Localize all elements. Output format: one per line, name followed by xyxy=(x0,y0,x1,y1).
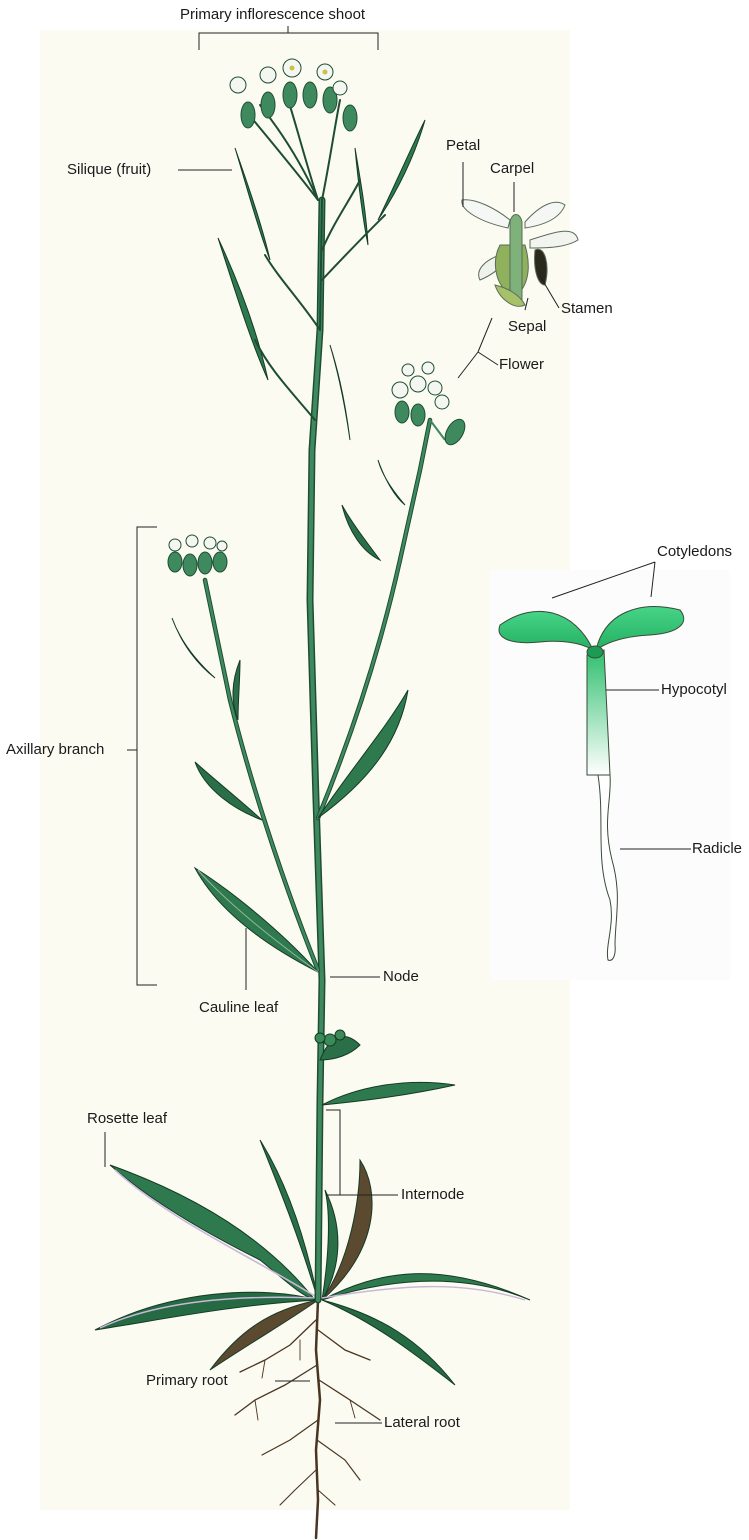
label-internode: Internode xyxy=(401,1186,464,1204)
label-carpel: Carpel xyxy=(490,160,534,178)
label-primary-root: Primary root xyxy=(146,1372,228,1390)
label-axillary-branch: Axillary branch xyxy=(6,741,104,759)
label-silique: Silique (fruit) xyxy=(67,161,151,179)
label-primary-inflorescence-shoot: Primary inflorescence shoot xyxy=(180,6,365,24)
label-sepal: Sepal xyxy=(508,318,546,336)
label-lateral-root: Lateral root xyxy=(384,1414,460,1432)
label-cotyledons: Cotyledons xyxy=(657,543,732,561)
label-rosette-leaf: Rosette leaf xyxy=(87,1110,167,1128)
label-radicle: Radicle xyxy=(692,840,742,858)
label-hypocotyl: Hypocotyl xyxy=(661,681,727,699)
label-cauline-leaf: Cauline leaf xyxy=(199,999,278,1017)
carpel xyxy=(510,215,522,301)
label-petal: Petal xyxy=(446,137,480,155)
label-node: Node xyxy=(383,968,419,986)
label-stamen: Stamen xyxy=(561,300,613,318)
label-flower: Flower xyxy=(499,356,544,374)
